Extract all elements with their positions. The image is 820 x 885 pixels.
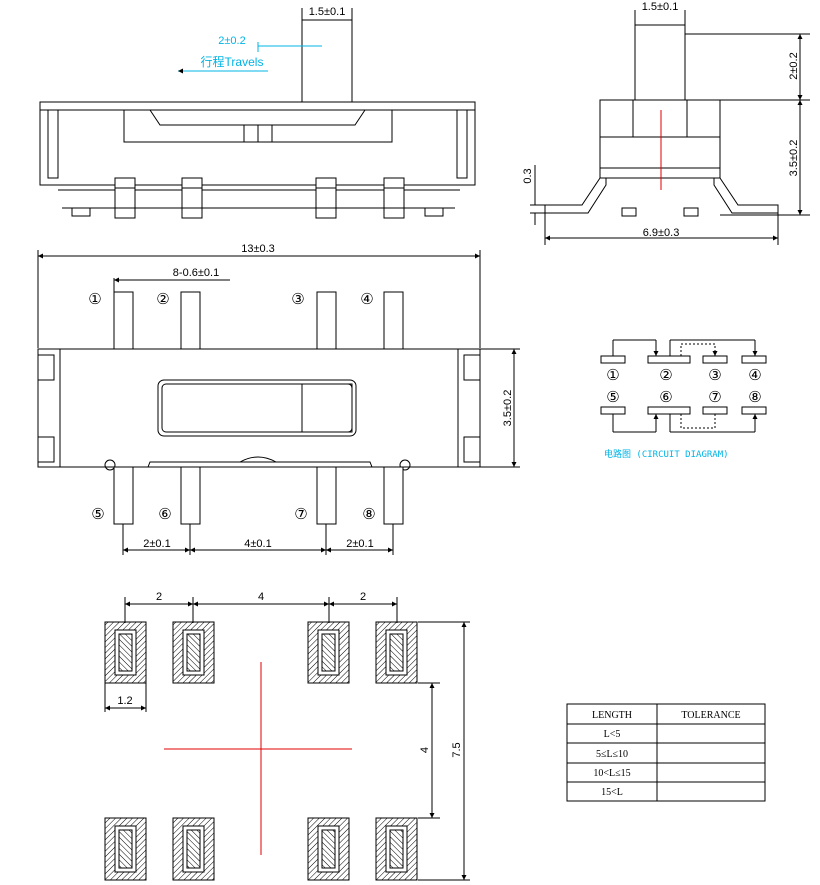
top-pin-width: 8-0.6±0.1 [173,267,219,279]
footprint-centerline [164,662,352,855]
circuit-pin-label: ⑥ [659,388,672,406]
pin-label: ④ [360,290,373,308]
circuit-pin-label: ⑤ [606,388,619,406]
top-view [37,250,520,555]
fp-overall-height: 7.5 [451,742,463,757]
top-pitch-right: 2±0.1 [346,538,373,550]
top-body-width: 3.5±0.2 [502,390,514,427]
travel-label: 行程Travels [201,54,264,69]
circuit-pin-label: ⑦ [708,388,721,406]
fp-row-gap: 4 [419,747,431,753]
circuit-pin-label: ⑧ [748,388,761,406]
pin-label: ② [156,290,169,308]
end-view [530,10,810,245]
fp-pad-width: 1.2 [117,695,132,707]
end-body-height: 3.5±0.2 [788,140,800,177]
fp-pitch-right: 2 [360,591,366,603]
pin-label: ⑧ [362,505,375,523]
fp-pitch-mid: 4 [258,591,264,603]
table-header-tolerance: TOLERANCE [681,710,740,721]
pcb-pads [104,621,418,881]
table-cell-length: 15<L [601,787,623,798]
end-overall-width: 6.9±0.3 [643,227,680,239]
top-overall-length: 13±0.3 [241,243,275,255]
circuit-pin-label: ① [606,366,619,384]
travel-dim: 2±0.2 [218,35,245,47]
table-cell-length: 5≤L≤10 [596,749,628,760]
fp-pitch-left: 2 [156,591,162,603]
pin-label: ⑥ [158,505,171,523]
pin-label: ① [88,290,101,308]
end-lead-thickness: 0.3 [522,168,534,183]
side-view [39,8,476,219]
end-actuator-width: 1.5±0.1 [642,1,679,13]
top-pitch-left: 2±0.1 [143,538,170,550]
tolerance-table [566,703,766,802]
side-actuator-width: 1.5±0.1 [309,6,346,18]
pin-label: ⑦ [294,505,307,523]
pcb-footprint [104,597,470,881]
end-actuator-height: 2±0.2 [788,52,800,79]
circuit-label: 电路图 (CIRCUIT DIAGRAM) [604,448,729,460]
circuit-pin-label: ② [659,366,672,384]
circuit-pin-label: ③ [708,366,721,384]
table-header-length: LENGTH [592,710,632,721]
circuit-diagram [600,339,767,433]
pin-label: ③ [291,290,304,308]
pin-label: ⑤ [91,505,104,523]
circuit-pin-label: ④ [748,366,761,384]
table-cell-length: 10<L≤15 [593,768,630,779]
top-pitch-mid: 4±0.1 [244,538,271,550]
table-cell-length: L<5 [604,729,621,740]
